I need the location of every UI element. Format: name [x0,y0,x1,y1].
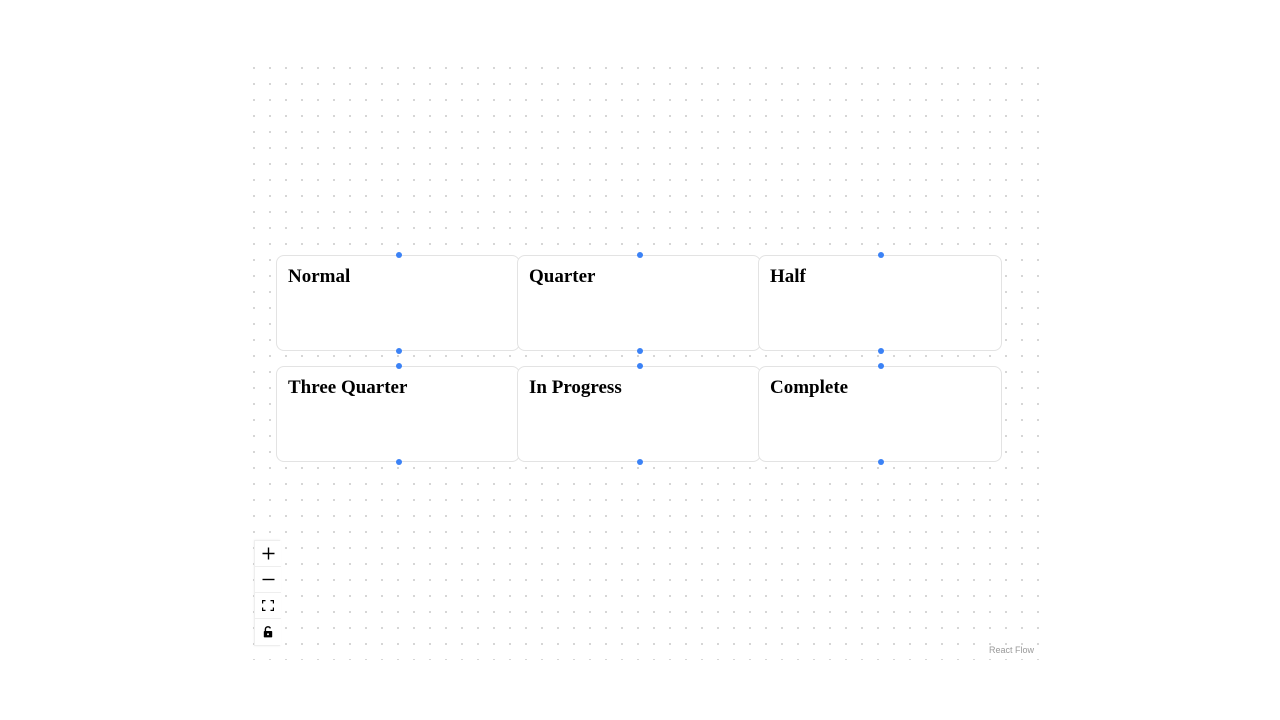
flow-node-half[interactable]: Half [758,252,1002,354]
node-label: Three Quarter [288,377,408,398]
source-handle[interactable] [878,459,884,465]
flow-controls [254,540,281,646]
fit-view-button[interactable] [255,593,281,619]
source-handle[interactable] [878,348,884,354]
source-handle[interactable] [637,459,643,465]
source-handle[interactable] [396,459,402,465]
target-handle[interactable] [396,363,402,369]
flow-node-quarter[interactable]: Quarter [517,252,761,354]
node-label: Quarter [529,266,596,287]
node-label: Complete [770,377,849,398]
node-label: Half [770,266,806,287]
zoom-in-button[interactable] [255,541,281,567]
target-handle[interactable] [396,252,402,258]
node-label: In Progress [529,377,622,398]
flow-node-normal[interactable]: Normal [276,252,520,354]
source-handle[interactable] [396,348,402,354]
zoom-out-button[interactable] [255,567,281,593]
node-label: Normal [288,266,351,287]
react-flow-attribution-link[interactable]: React Flow [986,645,1038,655]
toggle-interactivity-button[interactable] [255,619,281,645]
target-handle[interactable] [637,363,643,369]
plus-icon [262,547,274,560]
target-handle[interactable] [637,252,643,258]
unlock-icon [263,626,273,638]
flow-canvas[interactable] [240,56,1040,660]
flow-node-in-progress[interactable]: In Progress [517,363,761,465]
fit-view-icon [262,600,274,611]
target-handle[interactable] [878,363,884,369]
source-handle[interactable] [637,348,643,354]
flow-node-complete[interactable]: Complete [758,363,1002,465]
target-handle[interactable] [878,252,884,258]
flow-node-three-quarter[interactable]: Three Quarter [276,363,520,465]
minus-icon [262,578,274,581]
